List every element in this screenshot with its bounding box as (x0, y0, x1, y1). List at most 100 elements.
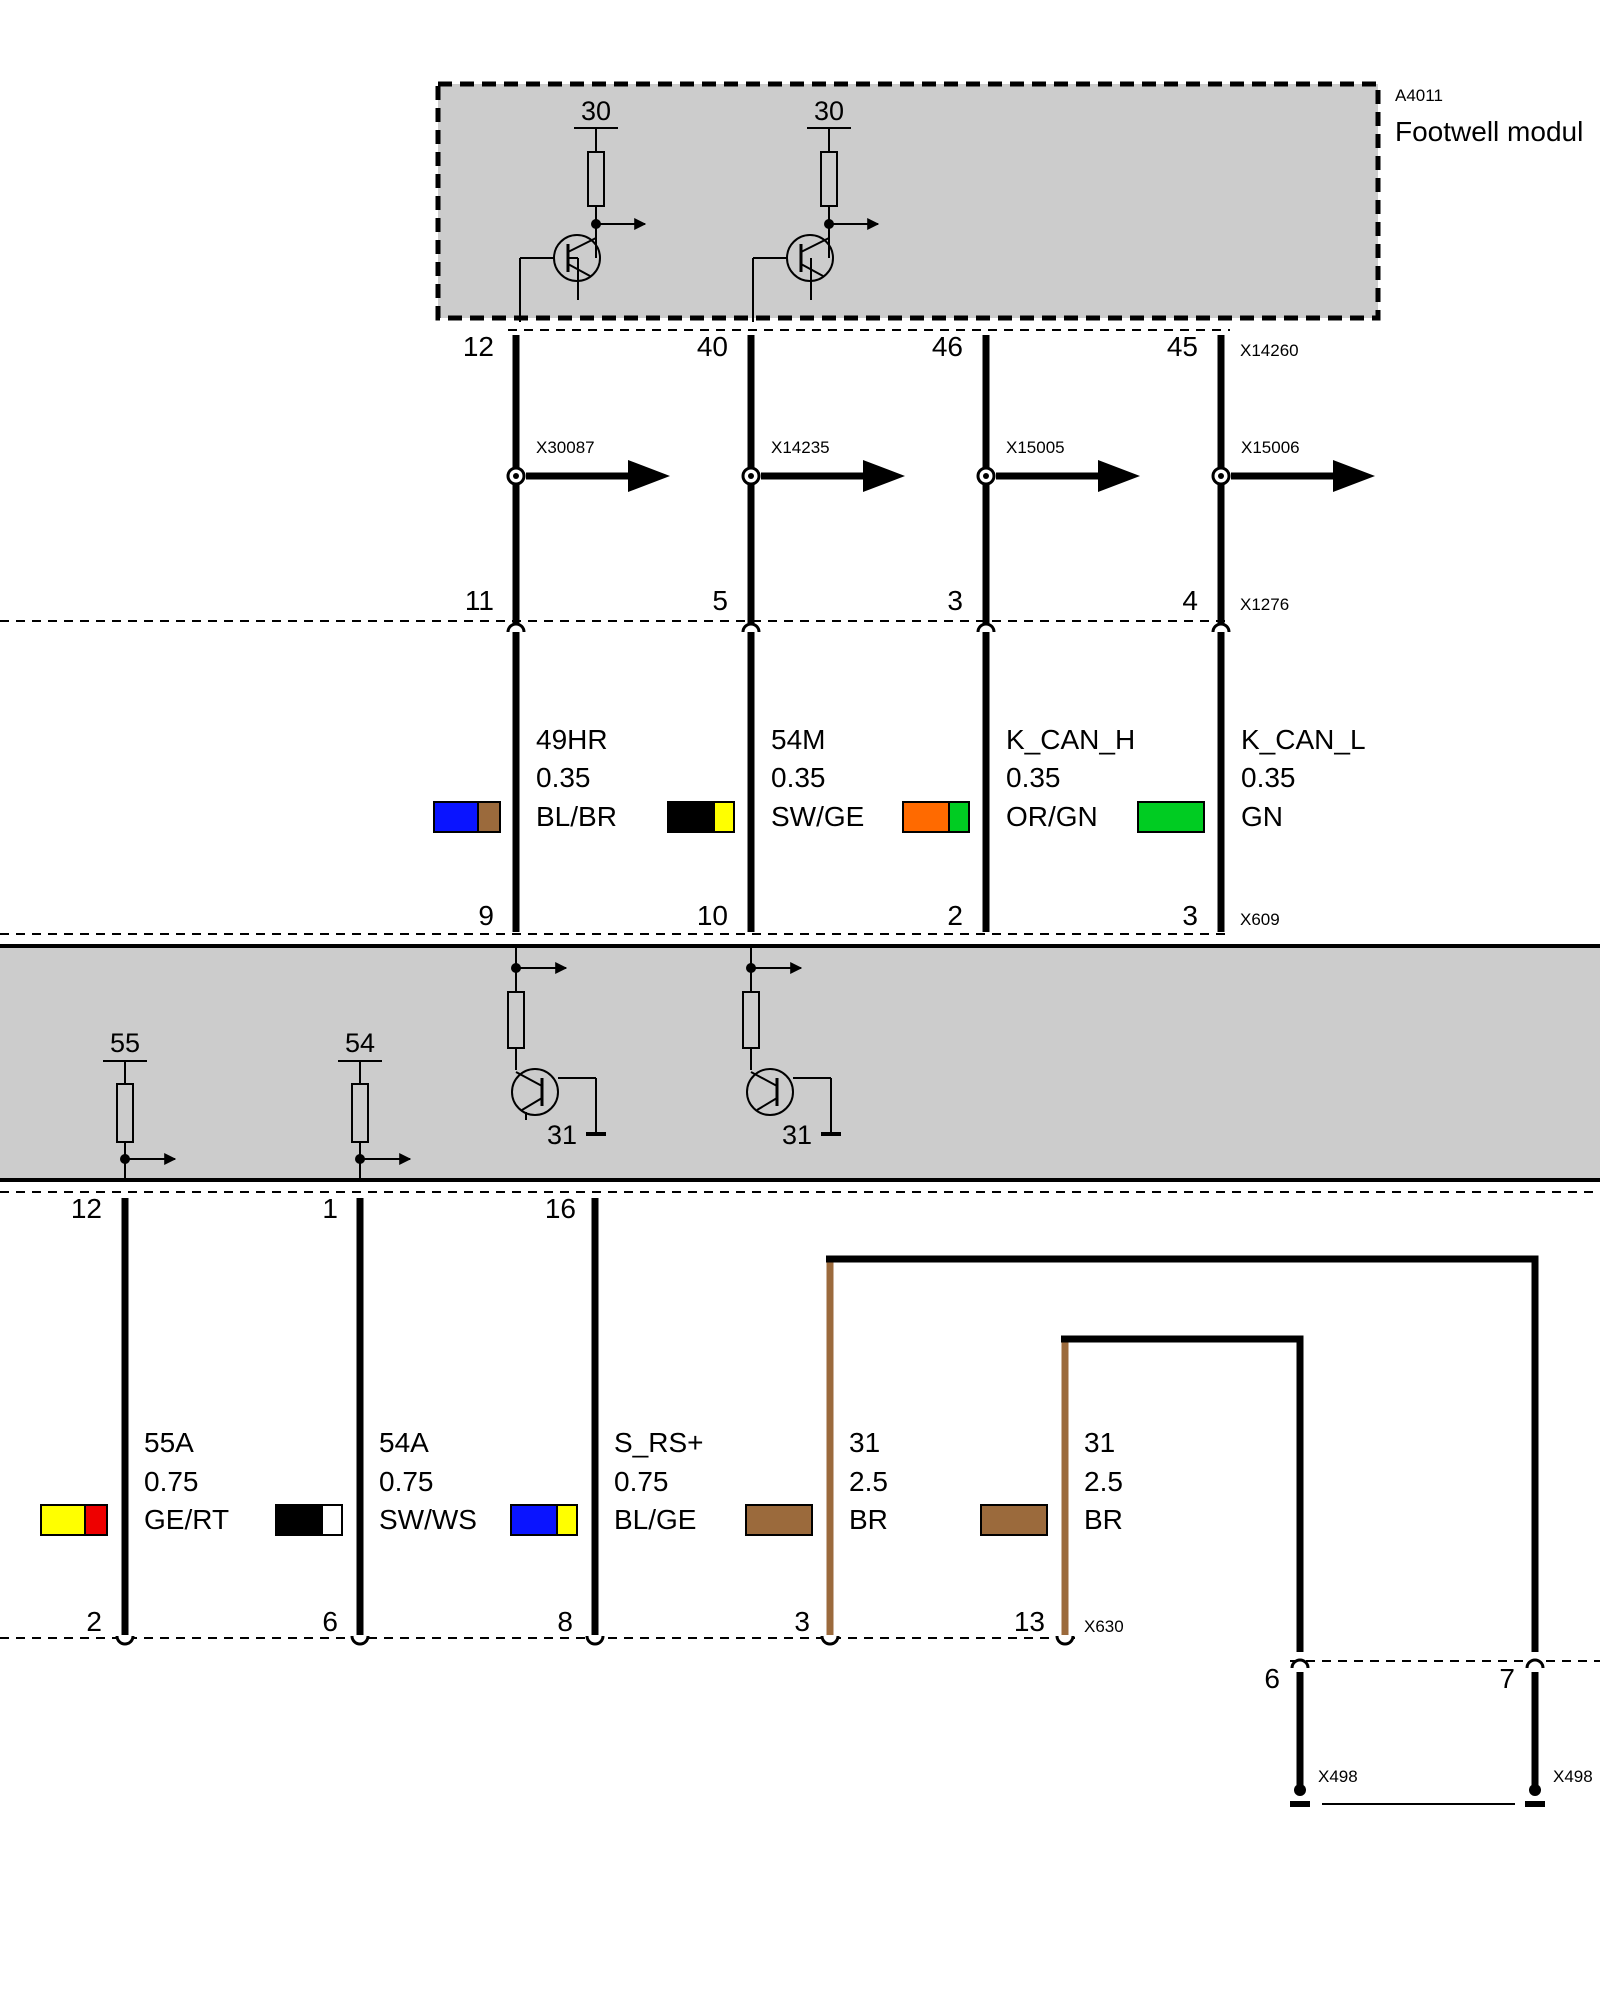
wire-size: 0.75 (144, 1466, 199, 1497)
wire-signal: K_CAN_H (1006, 724, 1135, 755)
pin-label: 7 (1499, 1663, 1515, 1694)
pin-label: 46 (932, 331, 963, 362)
wire-label-k-can-h: K_CAN_H 0.35 OR/GN (902, 724, 1135, 833)
wire-color-code: BR (1084, 1504, 1123, 1535)
wire-size: 2.5 (1084, 1466, 1123, 1497)
footwell-module-top: A4011 Footwell modul 30 30 (435, 81, 1583, 322)
color-swatch (1137, 801, 1205, 833)
wire-size: 0.35 (536, 762, 591, 793)
wire-signal: 31 (1084, 1427, 1115, 1458)
color-swatch (510, 1504, 558, 1536)
pin-label: 9 (478, 900, 494, 931)
supply-label: 55 (110, 1028, 140, 1058)
pin-label: 6 (1264, 1663, 1280, 1694)
pin-label: 12 (71, 1193, 102, 1224)
color-swatch (713, 801, 735, 833)
module-top-driver-1: 30 (519, 96, 647, 322)
wire-label-49hr: 49HR 0.35 BL/BR (433, 724, 617, 833)
splice-label: X15006 (1241, 438, 1300, 457)
connector-x498-label: X498 (1553, 1767, 1593, 1786)
wire-signal: 49HR (536, 724, 608, 755)
module-bottom-output-55: 55 (103, 1028, 177, 1180)
splice-group: X30087 X14235 X15005 X15006 (506, 438, 1375, 492)
connector-x498-label: X498 (1318, 1767, 1358, 1786)
color-swatch (84, 1504, 108, 1536)
pin-label: 13 (1014, 1606, 1045, 1637)
wire-31-black-b[interactable] (1061, 1335, 1304, 1652)
wire-size: 0.35 (771, 762, 826, 793)
bottom-wire-group (121, 1198, 1539, 1652)
wire-label-54m: 54M 0.35 SW/GE (667, 724, 864, 833)
wire-color-code: SW/GE (771, 801, 864, 832)
supply-label: 54 (345, 1028, 375, 1058)
wire-signal: 54A (379, 1427, 429, 1458)
wire-color-code: GN (1241, 801, 1283, 832)
splice-label: X15005 (1006, 438, 1065, 457)
supply-label-30-b: 30 (814, 96, 844, 126)
color-swatch (667, 801, 715, 833)
wire-color-code: SW/WS (379, 1504, 477, 1535)
wire-size: 0.75 (379, 1466, 434, 1497)
wire-color-code: BL/GE (614, 1504, 696, 1535)
connector-x14260-label: X14260 (1240, 341, 1299, 360)
pin-label: 4 (1182, 585, 1198, 616)
wire-size: 2.5 (849, 1466, 888, 1497)
supply-label-30-a: 30 (581, 96, 611, 126)
control-module-bottom: 31 31 55 54 (0, 944, 1600, 1182)
splice-x15005[interactable]: X15005 (976, 438, 1140, 492)
wire-label-k-can-l: K_CAN_L 0.35 GN (1137, 724, 1366, 833)
color-swatch (477, 801, 501, 833)
pin-label: 2 (947, 900, 963, 931)
splice-x14235[interactable]: X14235 (741, 438, 905, 492)
pin-label: 40 (697, 331, 728, 362)
wire-signal: S_RS+ (614, 1427, 704, 1458)
wire-31-black-a[interactable] (826, 1255, 1539, 1652)
color-swatch (556, 1504, 578, 1536)
module-top-driver-2: 30 (752, 96, 880, 322)
pin-label: 11 (465, 585, 494, 616)
module-name-label: Footwell modul (1395, 116, 1583, 147)
ground-label: 31 (547, 1120, 577, 1150)
wire-label-31-b: 31 2.5 BR (980, 1427, 1123, 1536)
splice-label: X14235 (771, 438, 830, 457)
wire-signal: 54M (771, 724, 825, 755)
wire-signal: 31 (849, 1427, 880, 1458)
pin-label: 3 (794, 1606, 810, 1637)
module-bottom-input-1: 31 (507, 946, 606, 1150)
connector-x609-label: X609 (1240, 910, 1280, 929)
pin-label: 2 (86, 1606, 102, 1637)
pin-label: 3 (947, 585, 963, 616)
pin-label: 6 (322, 1606, 338, 1637)
connector-x630-label: X630 (1084, 1617, 1124, 1636)
pin-label: 3 (1182, 900, 1198, 931)
splice-x15006[interactable]: X15006 (1211, 438, 1375, 492)
connector-x1276-label: X1276 (1240, 595, 1289, 614)
pin-label: 16 (545, 1193, 576, 1224)
color-swatch (745, 1504, 813, 1536)
pin-label: 10 (697, 900, 728, 931)
wire-signal: 55A (144, 1427, 194, 1458)
module-bottom-output-54: 54 (338, 1028, 412, 1180)
color-swatch (980, 1504, 1048, 1536)
color-swatch (40, 1504, 86, 1536)
color-swatch (321, 1504, 343, 1536)
color-swatch (275, 1504, 323, 1536)
color-swatch (433, 801, 479, 833)
connector-x498-terminals (1290, 1784, 1545, 1807)
pin-label: 5 (712, 585, 728, 616)
control-module-box (0, 944, 1600, 1182)
bottom-wire-labels: 55A 0.75 GE/RT 54A 0.75 SW/WS S_RS+ 0.75… (40, 1427, 1123, 1536)
wire-label-31-a: 31 2.5 BR (745, 1427, 888, 1536)
wire-signal: K_CAN_L (1241, 724, 1366, 755)
pin-label: 12 (463, 331, 494, 362)
wire-size: 0.75 (614, 1466, 669, 1497)
ground-label: 31 (782, 1120, 812, 1150)
wire-color-code: BR (849, 1504, 888, 1535)
module-bottom-input-2: 31 (742, 946, 841, 1150)
splice-x30087[interactable]: X30087 (506, 438, 670, 492)
color-swatch (948, 801, 970, 833)
splice-label: X30087 (536, 438, 595, 457)
wire-color-code: GE/RT (144, 1504, 229, 1535)
pin-label: 8 (557, 1606, 573, 1637)
wire-size: 0.35 (1006, 762, 1061, 793)
